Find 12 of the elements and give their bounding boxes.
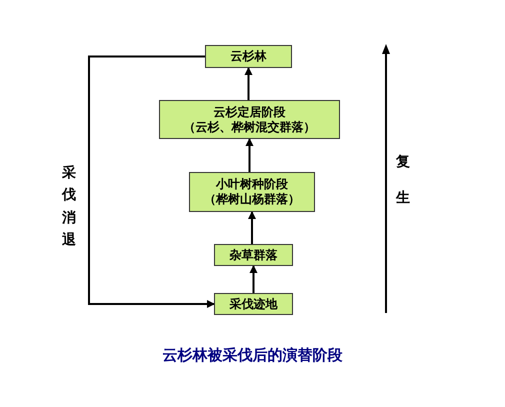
- arrow: [246, 138, 254, 172]
- caption: 云杉林被采伐后的演替阶段: [162, 345, 344, 366]
- stage-box: 小叶树种阶段 （桦树山杨群落）: [189, 172, 315, 212]
- direction-label: 复生: [396, 153, 410, 208]
- arrow: [88, 56, 215, 308]
- stage-box: 云杉林: [205, 45, 292, 68]
- arrow: [244, 67, 252, 100]
- stage-box: 云杉定居阶段 （云杉、桦树混交群落）: [159, 100, 340, 139]
- stage-box: 杂草群落: [214, 244, 293, 266]
- arrow: [248, 211, 256, 244]
- stage-box: 采伐迹地: [214, 293, 293, 315]
- arrow: [250, 265, 258, 293]
